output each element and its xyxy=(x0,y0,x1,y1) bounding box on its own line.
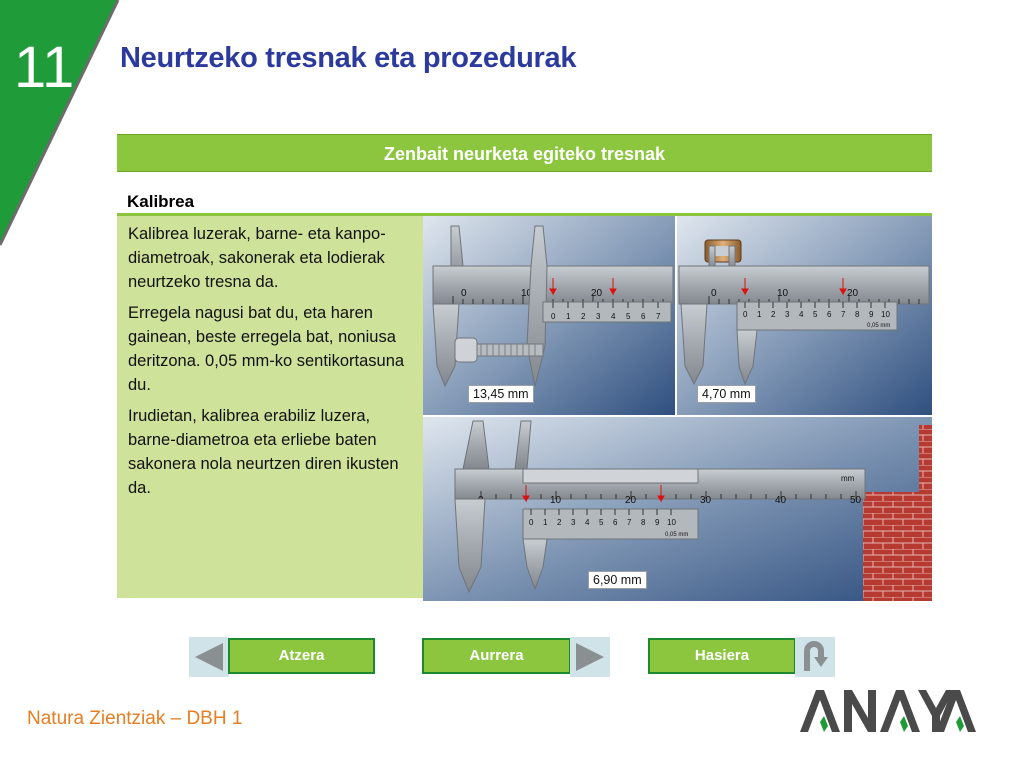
vernier-label: 7 xyxy=(841,310,846,319)
caliper-depth-image: 0 10 20 30 40 50 mm 0 1 2 3 4 5 6 7 8 xyxy=(423,417,932,601)
paragraph-definition: Kalibrea luzerak, barne- eta kanpo-diame… xyxy=(128,225,386,291)
vernier-label: 8 xyxy=(855,310,860,319)
main-scale-label: 10 xyxy=(777,288,789,299)
reading-arrow xyxy=(522,485,530,503)
vernier-label: 10 xyxy=(881,310,890,319)
return-arrow-icon xyxy=(804,641,828,671)
caliper-inner-diameter-image: 0 10 20 0 1 2 3 4 5 6 7 8 9 10 0,05 mm xyxy=(677,216,932,415)
main-scale-label: 20 xyxy=(847,288,859,299)
publisher-logo xyxy=(800,690,976,732)
precision-label: 0,05 mm xyxy=(665,532,688,538)
caliper-illustrations: 0 10 20 0 1 2 3 4 5 6 7 xyxy=(423,216,932,601)
home-button[interactable]: Hasiera xyxy=(648,638,796,674)
triangle-right-icon xyxy=(576,643,604,671)
vernier-label: 3 xyxy=(785,310,790,319)
description-panel: Kalibrea luzerak, barne- eta kanpo-diame… xyxy=(117,216,423,598)
vernier-label: 7 xyxy=(656,312,661,321)
vernier-label: 4 xyxy=(585,518,590,527)
main-scale-label: 20 xyxy=(625,495,637,506)
vernier-label: 6 xyxy=(641,312,646,321)
vernier-label: 9 xyxy=(655,518,660,527)
main-scale-label: 30 xyxy=(700,495,712,506)
vernier-label: 0 xyxy=(529,518,534,527)
page-title: Neurtzeko tresnak eta prozedurak xyxy=(120,42,577,74)
subsection-divider xyxy=(117,213,932,216)
paragraph-usage: Irudietan, kalibrea erabiliz luzera, bar… xyxy=(128,407,399,497)
vernier-label: 6 xyxy=(613,518,618,527)
caliper-length-image: 0 10 20 0 1 2 3 4 5 6 7 xyxy=(423,216,675,415)
vernier-label: 4 xyxy=(611,312,616,321)
measurement-readout: 4,70 mm xyxy=(697,385,756,403)
measurement-readout: 6,90 mm xyxy=(588,571,647,589)
course-label: Natura Zientziak – DBH 1 xyxy=(27,708,243,729)
vernier-label: 1 xyxy=(566,312,571,321)
vernier-label: 2 xyxy=(771,310,776,319)
vernier-label: 4 xyxy=(799,310,804,319)
reading-arrow xyxy=(609,278,617,296)
main-scale-label: 0 xyxy=(711,288,717,299)
vernier-label: 10 xyxy=(667,518,676,527)
reading-arrow xyxy=(657,485,665,503)
home-return-button[interactable] xyxy=(795,637,835,677)
triangle-left-icon xyxy=(195,643,223,671)
vernier-scale-ticks xyxy=(552,302,659,308)
vernier-label: 0 xyxy=(743,310,748,319)
vernier-label: 6 xyxy=(827,310,832,319)
paragraph-vernier: Erregela nagusi bat du, eta haren gainea… xyxy=(128,304,405,394)
vernier-label: 9 xyxy=(869,310,874,319)
forward-button[interactable]: Aurrera xyxy=(422,638,571,674)
measurement-readout: 13,45 mm xyxy=(468,385,534,403)
subsection-title: Kalibrea xyxy=(127,192,195,211)
vernier-label: 1 xyxy=(543,518,548,527)
main-scale-label: 10 xyxy=(550,495,562,506)
main-scale-label: 50 xyxy=(850,495,862,506)
reading-arrow xyxy=(549,278,557,296)
unit-label: mm xyxy=(841,474,855,483)
vernier-label: 8 xyxy=(641,518,646,527)
reading-arrow xyxy=(741,278,749,296)
vernier-label: 0 xyxy=(551,312,556,321)
section-header: Zenbait neurketa egiteko tresnak xyxy=(117,134,932,172)
main-scale-label: 20 xyxy=(591,288,603,299)
vernier-label: 2 xyxy=(581,312,586,321)
vernier-label: 3 xyxy=(596,312,601,321)
vernier-label: 2 xyxy=(557,518,562,527)
vernier-label: 7 xyxy=(627,518,632,527)
main-scale-label: 0 xyxy=(461,288,467,299)
back-button[interactable]: Atzera xyxy=(228,638,375,674)
main-scale-label: 10 xyxy=(521,288,533,299)
vernier-label: 5 xyxy=(813,310,818,319)
chapter-number: 11 xyxy=(14,35,75,100)
forward-arrow-button[interactable] xyxy=(570,637,610,677)
back-arrow-button[interactable] xyxy=(189,637,229,677)
vernier-label: 1 xyxy=(757,310,762,319)
precision-label: 0,05 mm xyxy=(867,323,890,329)
vernier-label: 5 xyxy=(626,312,631,321)
chapter-corner-badge xyxy=(0,0,120,246)
vernier-label: 3 xyxy=(571,518,576,527)
reading-arrow xyxy=(839,278,847,296)
vernier-label: 5 xyxy=(599,518,604,527)
main-scale-label: 40 xyxy=(775,495,787,506)
